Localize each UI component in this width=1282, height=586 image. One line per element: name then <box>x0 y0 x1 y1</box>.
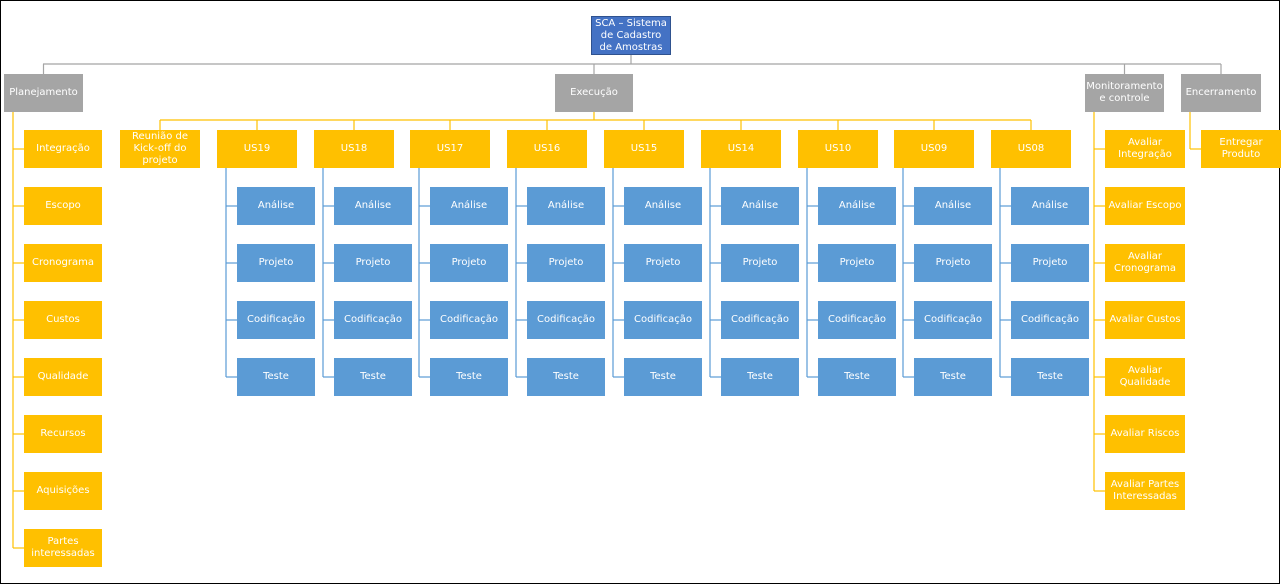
monitoring-item-avaliar-partes-interessadas: Avaliar Partes Interessadas <box>1105 472 1185 510</box>
task-teste: Teste <box>334 358 412 396</box>
task-analise: Análise <box>818 187 896 225</box>
monitoring-item-avaliar-integracao: Avaliar Integração <box>1105 130 1185 168</box>
task-projeto: Projeto <box>334 244 412 282</box>
task-analise: Análise <box>237 187 315 225</box>
closing-item-entregar-produto: Entregar Produto <box>1201 130 1281 168</box>
task-teste: Teste <box>914 358 992 396</box>
execution-item-us17: US17 <box>410 130 490 168</box>
execution-item-us15: US15 <box>604 130 684 168</box>
task-teste: Teste <box>624 358 702 396</box>
task-codificacao: Codificação <box>624 301 702 339</box>
planning-item-cronograma: Cronograma <box>24 244 102 282</box>
task-teste: Teste <box>721 358 799 396</box>
monitoring-item-avaliar-riscos: Avaliar Riscos <box>1105 415 1185 453</box>
task-projeto: Projeto <box>1011 244 1089 282</box>
task-codificacao: Codificação <box>527 301 605 339</box>
task-codificacao: Codificação <box>818 301 896 339</box>
task-projeto: Projeto <box>818 244 896 282</box>
planning-item-aquisicoes: Aquisições <box>24 472 102 510</box>
task-analise: Análise <box>527 187 605 225</box>
execution-item-us16: US16 <box>507 130 587 168</box>
execution-item-us19: US19 <box>217 130 297 168</box>
task-projeto: Projeto <box>624 244 702 282</box>
task-teste: Teste <box>818 358 896 396</box>
task-codificacao: Codificação <box>237 301 315 339</box>
task-analise: Análise <box>624 187 702 225</box>
task-projeto: Projeto <box>237 244 315 282</box>
task-codificacao: Codificação <box>1011 301 1089 339</box>
planning-item-qualidade: Qualidade <box>24 358 102 396</box>
task-codificacao: Codificação <box>914 301 992 339</box>
task-teste: Teste <box>237 358 315 396</box>
execution-item-us14: US14 <box>701 130 781 168</box>
execution-item-us09: US09 <box>894 130 974 168</box>
task-analise: Análise <box>430 187 508 225</box>
planning-item-escopo: Escopo <box>24 187 102 225</box>
task-teste: Teste <box>527 358 605 396</box>
planning-item-integracao: Integração <box>24 130 102 168</box>
task-analise: Análise <box>334 187 412 225</box>
planning-item-custos: Custos <box>24 301 102 339</box>
task-projeto: Projeto <box>721 244 799 282</box>
task-projeto: Projeto <box>914 244 992 282</box>
task-teste: Teste <box>1011 358 1089 396</box>
execution-item-us08: US08 <box>991 130 1071 168</box>
phase-planejamento: Planejamento <box>4 74 83 112</box>
task-analise: Análise <box>914 187 992 225</box>
task-codificacao: Codificação <box>430 301 508 339</box>
monitoring-item-avaliar-qualidade: Avaliar Qualidade <box>1105 358 1185 396</box>
monitoring-item-avaliar-custos: Avaliar Custos <box>1105 301 1185 339</box>
execution-item-reuniao-de-kick-off-do-projeto: Reunião de Kick-off do projeto <box>120 130 200 168</box>
monitoring-item-avaliar-cronograma: Avaliar Cronograma <box>1105 244 1185 282</box>
execution-item-us10: US10 <box>798 130 878 168</box>
planning-item-recursos: Recursos <box>24 415 102 453</box>
task-analise: Análise <box>1011 187 1089 225</box>
execution-item-us18: US18 <box>314 130 394 168</box>
task-codificacao: Codificação <box>721 301 799 339</box>
monitoring-item-avaliar-escopo: Avaliar Escopo <box>1105 187 1185 225</box>
task-projeto: Projeto <box>430 244 508 282</box>
task-analise: Análise <box>721 187 799 225</box>
phase-encerramento: Encerramento <box>1181 74 1261 112</box>
task-codificacao: Codificação <box>334 301 412 339</box>
task-projeto: Projeto <box>527 244 605 282</box>
root-node: SCA – Sistema de Cadastro de Amostras <box>591 16 671 55</box>
planning-item-partes-interessadas: Partes interessadas <box>24 529 102 567</box>
phase-execucao: Execução <box>555 74 633 112</box>
phase-monitoramento-e-controle: Monitoramento e controle <box>1085 74 1164 112</box>
task-teste: Teste <box>430 358 508 396</box>
